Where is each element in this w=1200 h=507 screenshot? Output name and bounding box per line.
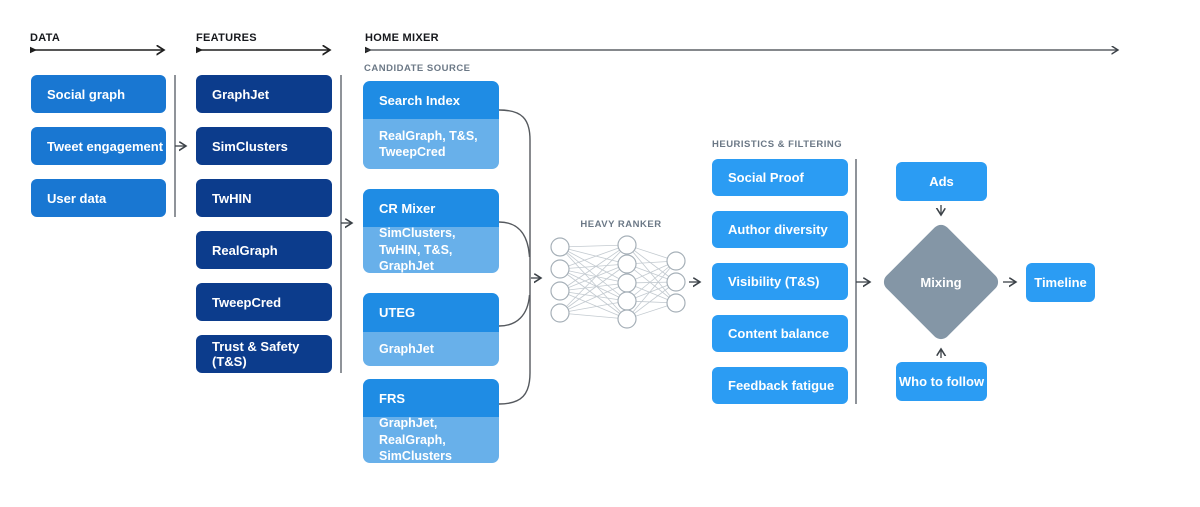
candidate-title: Search Index — [363, 81, 499, 119]
heuristic-box-social-proof: Social Proof — [712, 159, 848, 196]
candidate-box-cr-mixer: CR Mixer SimClusters, TwHIN, T&S, GraphJ… — [363, 189, 499, 273]
ads-box: Ads — [896, 162, 987, 201]
candidate-box-frs: FRS GraphJet, RealGraph, SimClusters — [363, 379, 499, 463]
home-mixer-section-header: HOME MIXER — [365, 32, 439, 44]
candidate-title: CR Mixer — [363, 189, 499, 227]
home-mixer-axis-arrow — [365, 47, 1118, 54]
candidate-title: UTEG — [363, 293, 499, 332]
data-box-social-graph: Social graph — [31, 75, 166, 113]
separator-after-data — [174, 75, 176, 217]
heavy-ranker-neural-network — [550, 235, 686, 329]
who-to-follow-box: Who to follow — [896, 362, 987, 401]
feature-box-simclusters: SimClusters — [196, 127, 332, 165]
data-axis-arrow — [30, 47, 164, 54]
separator-after-heuristics — [855, 159, 857, 404]
features-section-header: FEATURES — [196, 32, 257, 44]
data-box-user-data: User data — [31, 179, 166, 217]
heuristic-box-visibility: Visibility (T&S) — [712, 263, 848, 300]
candidate-subtitle: RealGraph, T&S, TweepCred — [363, 119, 499, 169]
features-axis-arrow — [196, 47, 330, 54]
feature-box-tweepcred: TweepCred — [196, 283, 332, 321]
heuristic-box-feedback-fatigue: Feedback fatigue — [712, 367, 848, 404]
candidate-source-label: CANDIDATE SOURCE — [364, 63, 471, 74]
mixing-diamond-label: Mixing — [920, 274, 962, 290]
feature-box-twhin: TwHIN — [196, 179, 332, 217]
candidate-merge-connectors — [498, 109, 531, 405]
heavy-ranker-label: HEAVY RANKER — [580, 219, 662, 230]
heuristic-box-content-balance: Content balance — [712, 315, 848, 352]
candidate-subtitle: SimClusters, TwHIN, T&S, GraphJet — [363, 226, 499, 273]
data-section-header: DATA — [30, 32, 61, 44]
candidate-subtitle: GraphJet, RealGraph, SimClusters — [363, 416, 499, 463]
feature-box-realgraph: RealGraph — [196, 231, 332, 269]
separator-after-features — [340, 75, 342, 373]
timeline-box: Timeline — [1026, 263, 1095, 302]
candidate-subtitle: GraphJet — [363, 332, 499, 366]
data-box-tweet-engagement: Tweet engagement — [31, 127, 166, 165]
heuristic-box-author-diversity: Author diversity — [712, 211, 848, 248]
heuristics-filtering-label: HEURISTICS & FILTERING — [712, 139, 843, 150]
candidate-box-search-index: Search Index RealGraph, T&S, TweepCred — [363, 81, 499, 169]
candidate-box-uteg: UTEG GraphJet — [363, 293, 499, 366]
feature-box-trust-safety: Trust & Safety (T&S) — [196, 335, 332, 373]
candidate-title: FRS — [363, 379, 499, 417]
feature-box-graphjet: GraphJet — [196, 75, 332, 113]
